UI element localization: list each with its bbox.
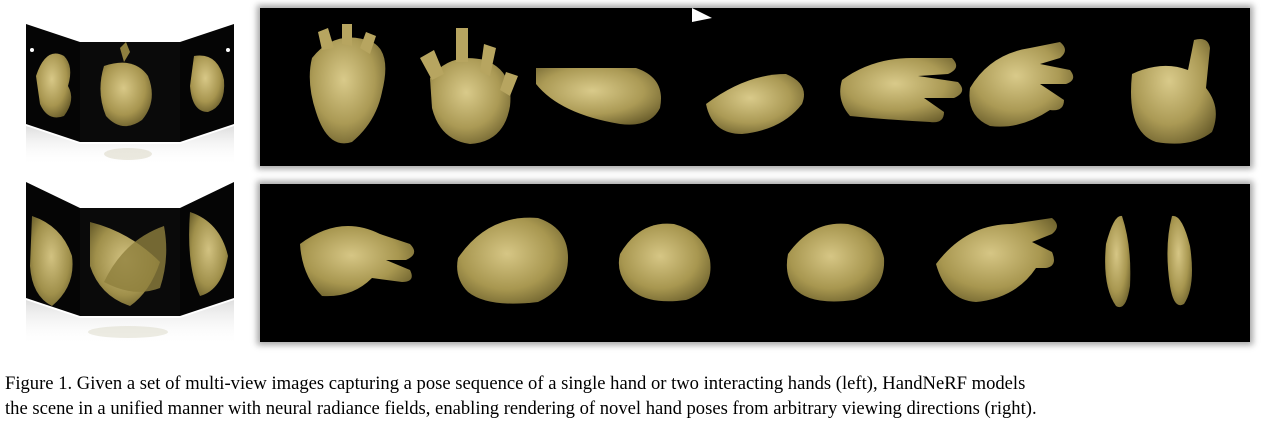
rendered-hand-2 [420,28,518,144]
rendered-hands-6 [1105,215,1192,308]
caption-line-1: Figure 1. Given a set of multi-view imag… [5,373,1026,394]
caption-line-2: the scene in a unified manner with neura… [5,398,1037,419]
rendered-hand-6 [969,42,1074,127]
rendered-hands-5 [936,218,1057,302]
multiview-two-hands-image [26,182,234,346]
rendered-hand-4 [692,8,804,134]
rendered-hands-3 [618,223,711,302]
novel-pose-two-hands-strip [260,184,1250,342]
rendered-hand-1 [309,24,386,144]
rendered-hands-1 [300,226,415,297]
multiview-single-hand-image [26,24,234,166]
rendered-hand-3 [536,68,661,125]
rendered-hand-5 [840,58,963,123]
rendered-hands-2 [457,217,568,304]
multiview-two-hands-panel [24,176,236,346]
rendered-hand-7 [1131,39,1216,144]
two-hand-renderings [300,215,1192,308]
single-hand-renderings [309,8,1216,144]
multiview-single-hand-panel [24,6,236,166]
figure-caption: Figure 1. Given a set of multi-view imag… [5,371,1277,421]
rendered-hands-4 [786,223,885,302]
teaser-figure [24,6,1250,346]
novel-pose-single-hand-strip [260,8,1250,166]
